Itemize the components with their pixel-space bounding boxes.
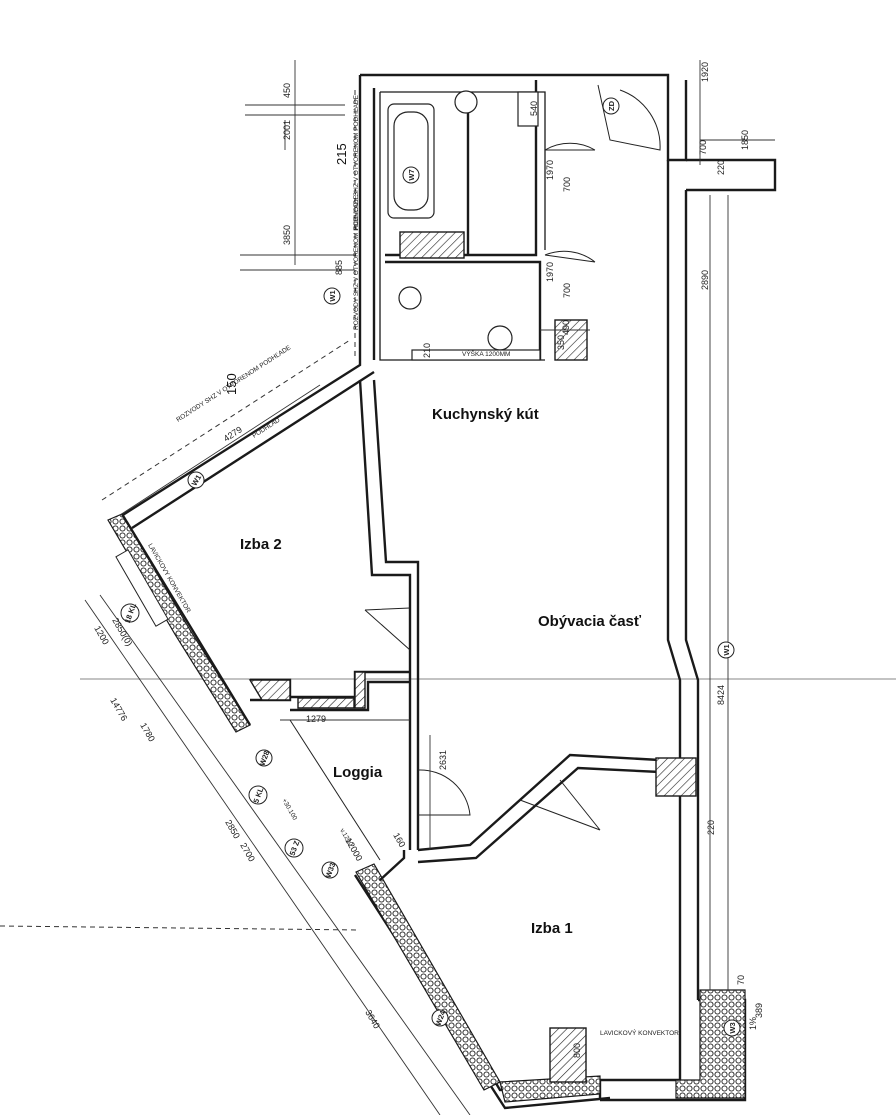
svg-text:ZD: ZD (607, 100, 616, 111)
tag-w28 (255, 749, 273, 767)
tag-w1-a (323, 287, 341, 305)
svg-text:1970: 1970 (545, 160, 555, 180)
room-label-room2: Izba 2 (240, 536, 282, 553)
svg-text:210: 210 (422, 343, 432, 358)
room-label-living: Obývacia časť (538, 613, 642, 630)
dimension-lines (84, 60, 775, 1115)
svg-text:1920: 1920 (700, 62, 710, 82)
svg-text:2890: 2890 (700, 270, 710, 290)
washbasin (454, 90, 478, 114)
tag-w1-b (187, 471, 205, 489)
svg-text:1850: 1850 (740, 130, 750, 150)
tag-w24 (431, 1009, 449, 1027)
note-shz-2: ROZVODY SHZ V OTVORENOM PODHĽADE (353, 194, 360, 330)
svg-text:1970: 1970 (545, 262, 555, 282)
svg-text:350: 350 (556, 335, 566, 350)
tag-z53 (284, 838, 304, 858)
svg-text:14776: 14776 (108, 696, 129, 723)
room-label-room1: Izba 1 (531, 920, 573, 937)
svg-text:3850: 3850 (282, 225, 292, 245)
svg-text:2700: 2700 (238, 841, 257, 863)
toilet (398, 286, 422, 310)
window-tags: W1 W1 W1 W7 ZD W28 W33 W24 W3 5 KL 53 Z … (120, 97, 741, 1037)
outer-walls (117, 73, 777, 1110)
tag-kl18 (120, 603, 140, 623)
interior-walls (248, 80, 697, 1083)
svg-text:W7: W7 (407, 169, 416, 180)
note-vyska: VÝŠKA 1200MM (462, 349, 510, 358)
svg-text:1780: 1780 (138, 721, 157, 743)
svg-text:220: 220 (716, 160, 726, 175)
svg-text:800: 800 (572, 1043, 582, 1058)
svg-text:150: 150 (224, 373, 239, 395)
tag-zd (602, 97, 620, 115)
svg-text:1200: 1200 (92, 624, 111, 646)
svg-text:W1: W1 (328, 290, 337, 301)
reference-line (0, 925, 361, 931)
svg-text:12000: 12000 (343, 836, 364, 863)
room-label-kitchen: Kuchynský kút (432, 406, 539, 423)
svg-text:160: 160 (391, 831, 407, 849)
svg-text:W3: W3 (728, 1022, 737, 1033)
svg-text:450: 450 (282, 83, 292, 98)
note-shz-1: ROZVODY SHZ V OTVORENOM PODHĽADE (353, 94, 360, 230)
left-facade (107, 513, 746, 1103)
svg-text:700: 700 (698, 140, 708, 155)
svg-text:490: 490 (561, 320, 571, 335)
svg-text:700: 700 (562, 177, 572, 192)
washbasin-2 (487, 325, 513, 351)
tag-w7 (402, 166, 420, 184)
svg-text:389: 389 (754, 1003, 764, 1018)
svg-text:1%: 1% (748, 1017, 758, 1030)
svg-text:8424: 8424 (716, 685, 726, 705)
note-konvektor-b: LAVICKOVÝ KONVEKTOR (600, 1028, 679, 1037)
room-label-loggia: Loggia (333, 764, 383, 781)
svg-text:885: 885 (334, 260, 344, 275)
svg-text:70: 70 (736, 975, 746, 985)
tag-w33 (321, 861, 339, 879)
tag-kl5 (248, 785, 268, 805)
svg-text:2850: 2850 (223, 818, 242, 840)
svg-text:700: 700 (562, 283, 572, 298)
svg-text:220: 220 (706, 820, 716, 835)
note-level: +30.100 (280, 798, 298, 822)
svg-text:1279: 1279 (306, 714, 326, 724)
fixtures (387, 90, 541, 361)
svg-text:2001: 2001 (282, 120, 292, 140)
svg-text:W1: W1 (722, 644, 731, 655)
svg-text:540: 540 (529, 101, 539, 116)
tag-w1-c (717, 641, 735, 659)
svg-text:215: 215 (334, 143, 349, 165)
svg-text:2631: 2631 (438, 750, 448, 770)
room-labels: Kuchynský kút Izba 2 Obývacia časť Loggi… (240, 406, 642, 937)
doors (289, 84, 661, 861)
tag-w3 (723, 1019, 741, 1037)
